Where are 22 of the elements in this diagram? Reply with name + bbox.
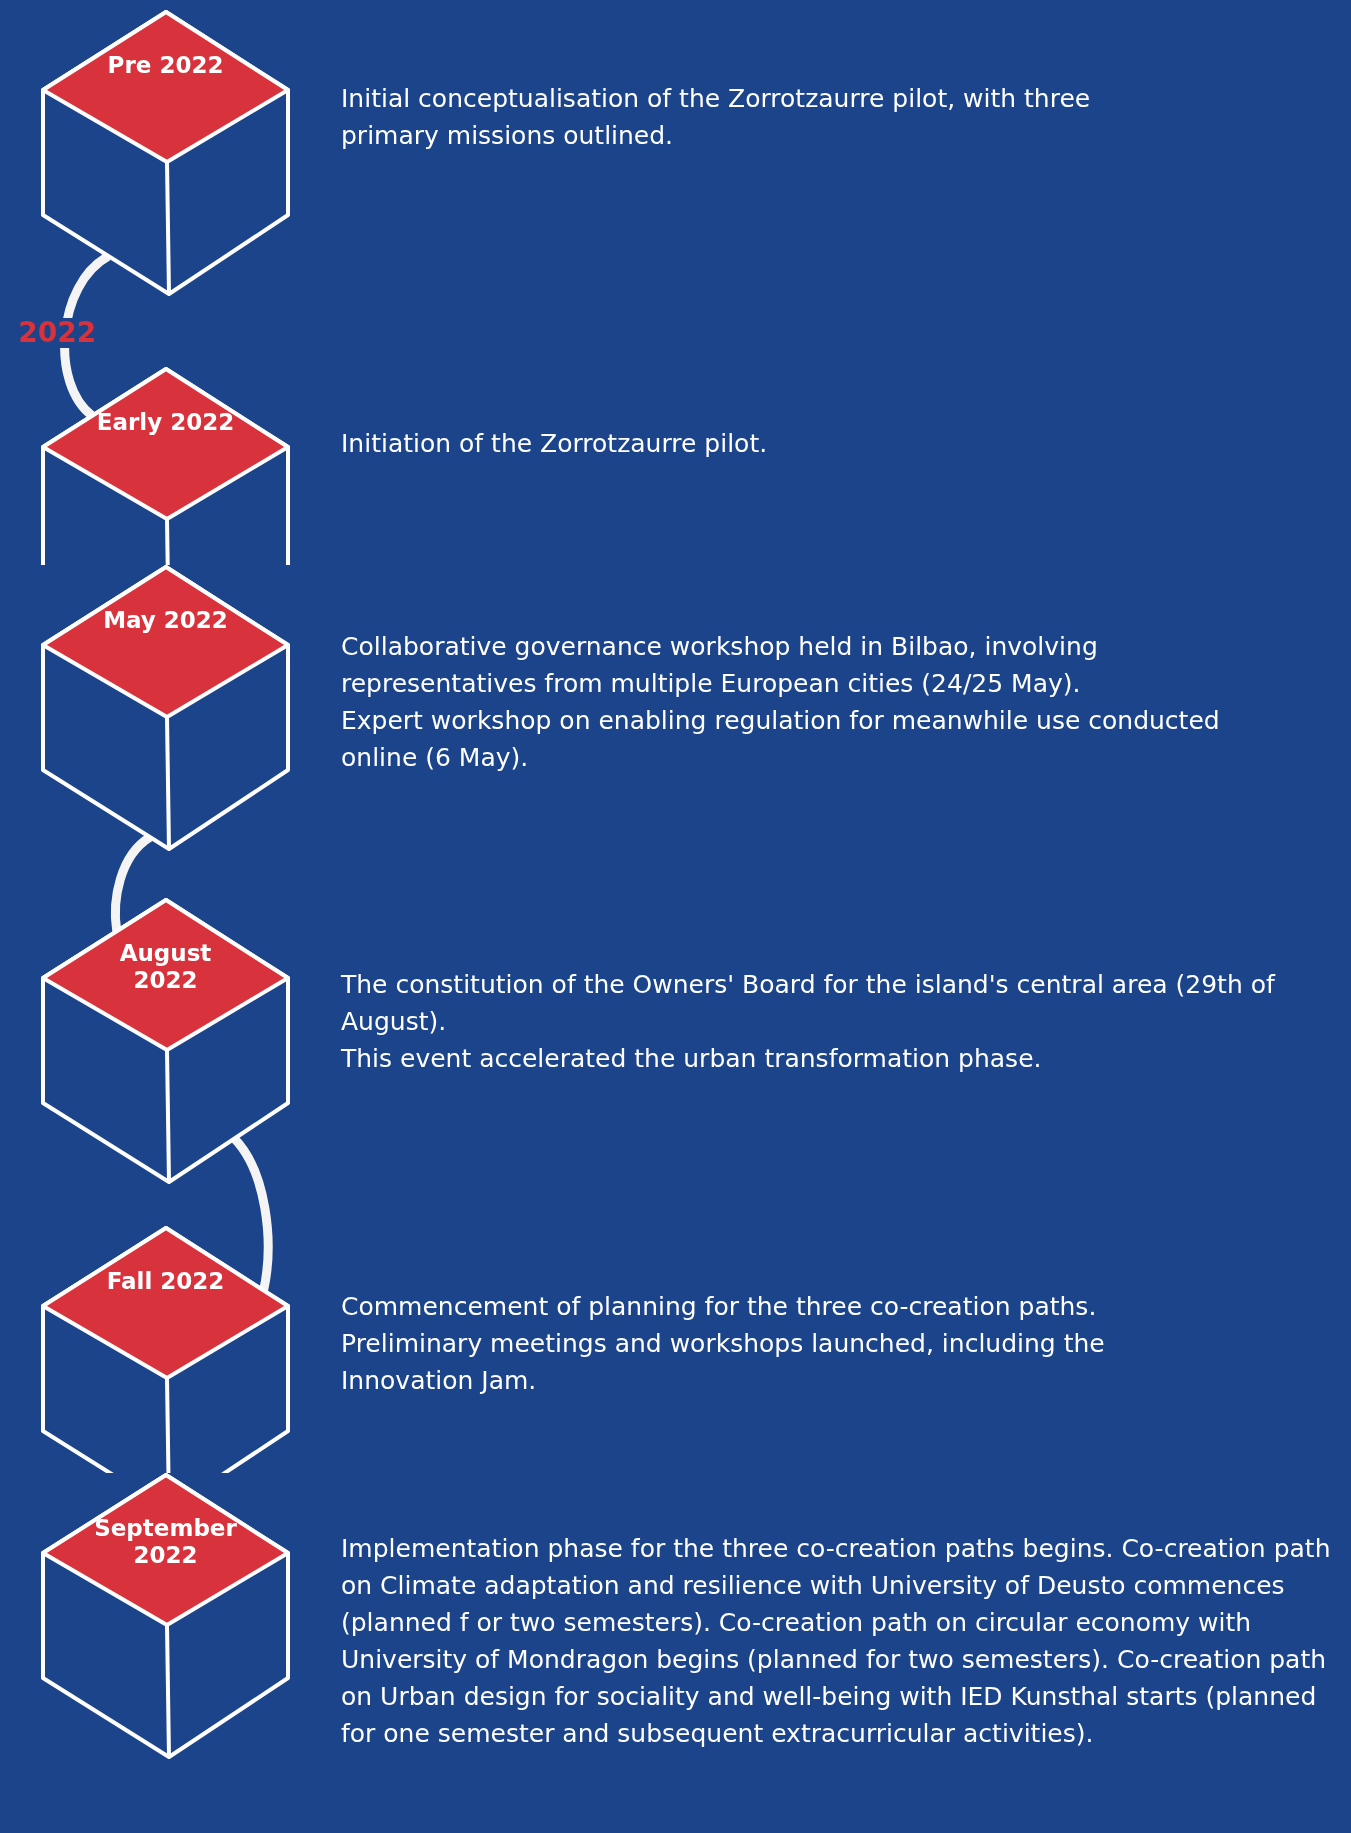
timeline-cube xyxy=(41,565,290,851)
date-label: Pre 2022 xyxy=(106,52,225,79)
date-label: May 2022 xyxy=(102,607,229,634)
event-description: Expert workshop on enabling regulation for meanwhile use conducted online (6 May). xyxy=(341,705,1221,774)
event-description: The constitution of the Owners' Board for the island's central area (29th of August). xyxy=(341,969,1277,1038)
connector-curve xyxy=(110,833,153,932)
event-description: Commencement of planning for the three co-creation paths. xyxy=(341,1291,1098,1323)
timeline-cube xyxy=(41,10,290,296)
date-label: Fall 2022 xyxy=(105,1268,226,1295)
event-description: Preliminary meetings and workshops launched, including the Innovation Jam. xyxy=(341,1328,1106,1397)
event-description: Initial conceptualisation of the Zorrotzaurre pilot, with three primary missions outlined. xyxy=(341,83,1092,152)
date-label: September 2022 xyxy=(93,1515,238,1569)
event-description: This event accelerated the urban transformation phase. xyxy=(341,1043,1043,1075)
timeline-cube xyxy=(41,1473,290,1759)
connector-curve xyxy=(231,1135,273,1292)
event-description: Collaborative governance workshop held in Bilbao, involving representatives from multiple European cities (24/25 May). xyxy=(341,631,1099,700)
date-label: August 2022 xyxy=(118,940,213,994)
date-label: Early 2022 xyxy=(95,409,236,436)
timeline-cube xyxy=(41,898,290,1184)
timeline-cube xyxy=(41,1226,290,1473)
event-description: Initiation of the Zorrotzaurre pilot. xyxy=(341,428,769,460)
event-description: Implementation phase for the three co-creation paths begins. Co-creation path on Climate adaptation and resilience with University of Deusto commences (planned f or two semesters). Co-creation path on circular economy with University of Mondragon begins (planned for two semesters). Co-creation path on Urban design for sociality and well-being with IED Kunsthal starts (planned for one semester and subsequent extracurricular activities). xyxy=(341,1533,1332,1750)
